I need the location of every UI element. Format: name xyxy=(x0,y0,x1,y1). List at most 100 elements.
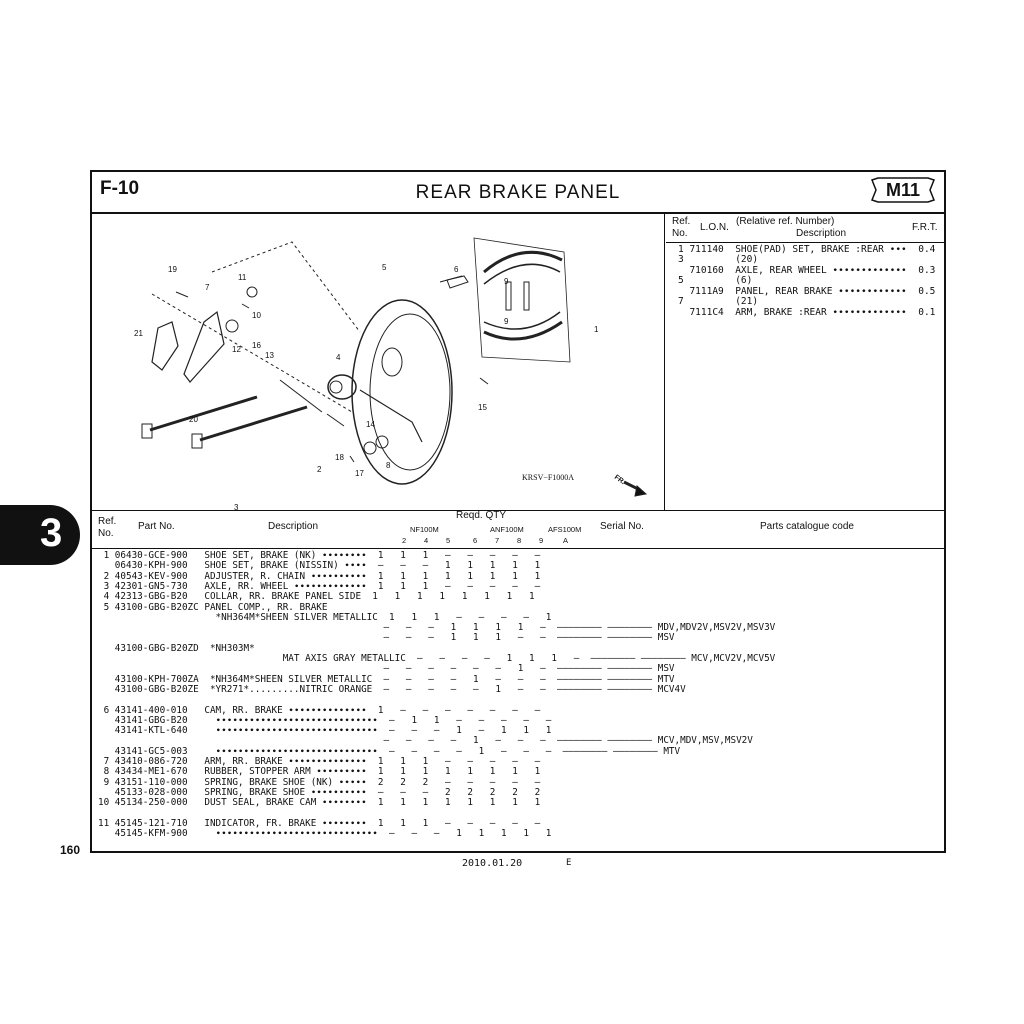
lon-row: 7 (21) xyxy=(678,296,759,307)
model-group-afs100m: AFS100M xyxy=(548,525,582,534)
table-row: 4 42313-GBG-B20 COLLAR, RR. BRAKE PANEL … xyxy=(98,591,535,603)
callout-13: 13 xyxy=(265,351,274,360)
lon-no-header: No. xyxy=(672,228,688,239)
figure-code: F-10 xyxy=(100,178,140,199)
table-row: 2 40543-KEV-900 ADJUSTER, R. CHAIN ∙∙∙∙∙… xyxy=(98,570,541,582)
table-row: 45133-028-000 SPRING, BRAKE SHOE ∙∙∙∙∙∙∙… xyxy=(98,786,541,798)
callout-19: 19 xyxy=(168,265,177,274)
model-col: 9 xyxy=(539,536,544,545)
catalogue-code-header: Parts catalogue code xyxy=(760,521,854,532)
table-row: 43100-GBG-B20ZD *NH303M* xyxy=(98,642,255,654)
lon-row: 1 711140 SHOE(PAD) SET, BRAKE :REAR ∙∙∙ … xyxy=(678,244,936,255)
description-header: Description xyxy=(268,521,319,532)
lon-desc-header: Description xyxy=(796,228,847,239)
table-row: 3 42301-GN5-730 AXLE, RR. WHEEL ∙∙∙∙∙∙∙∙… xyxy=(98,580,541,592)
catalogue-page-frame: F-10 REAR BRAKE PANEL M11 xyxy=(90,170,946,853)
callout-4: 4 xyxy=(336,353,341,362)
parts-table-body: 1 06430-GCE-900 SHOE SET, BRAKE (NK) ∙∙∙… xyxy=(98,550,938,851)
callout-21: 21 xyxy=(134,329,143,338)
table-row: 5 43100-GBG-B20ZC PANEL COMP., RR. BRAKE xyxy=(98,601,328,613)
model-col: 4 xyxy=(424,536,429,545)
ref-header: Ref. xyxy=(98,516,117,527)
callout-9b: 9 xyxy=(504,317,509,326)
diagram-section: 1 2 3 4 5 6 7 8 9 9 10 11 12 13 14 15 16… xyxy=(92,212,944,511)
footer-edition: E xyxy=(566,858,572,868)
model-col: 6 xyxy=(473,536,478,545)
callout-11: 11 xyxy=(238,273,247,282)
callout-18: 18 xyxy=(335,453,344,462)
front-mark: FR. xyxy=(613,474,626,486)
callout-17: 17 xyxy=(355,469,364,478)
badge-label: M11 xyxy=(885,180,921,200)
lon-table: Ref. No. L.O.N. (Relative ref. Number) D… xyxy=(666,212,944,510)
callout-10: 10 xyxy=(252,311,261,320)
table-row: 43100-KPH-700ZA *NH364M*SHEEN SILVER MET… xyxy=(98,673,675,685)
callout-labels: 1 2 3 4 5 6 7 8 9 9 10 11 12 13 14 15 16… xyxy=(134,263,599,510)
page-header: F-10 REAR BRAKE PANEL M11 xyxy=(92,172,944,214)
table-row: 9 43151-110-000 SPRING, BRAKE SHOE (NK) … xyxy=(98,776,541,788)
table-row: – – – 1 1 1 – – –––––––– –––––––– MSV xyxy=(98,632,675,644)
model-group-anf100m: ANF100M xyxy=(490,525,524,534)
callout-9: 9 xyxy=(504,277,509,286)
lon-rel-header: (Relative ref. Number) xyxy=(736,216,835,227)
page-number: 160 xyxy=(60,843,81,857)
lon-lon-header: L.O.N. xyxy=(700,222,729,233)
table-row: 10 45134-250-000 DUST SEAL, BRAKE CAM ∙∙… xyxy=(98,797,541,809)
table-row: *NH364M*SHEEN SILVER METALLIC 1 1 1 – – … xyxy=(98,611,552,623)
reqd-qty-header: Reqd. QTY xyxy=(456,510,507,521)
table-row: 43141-KTL-640 ∙∙∙∙∙∙∙∙∙∙∙∙∙∙∙∙∙∙∙∙∙∙∙∙∙∙… xyxy=(98,725,552,737)
diagram-ref-code: KRSV−F1000A xyxy=(522,473,574,482)
table-row: 8 43434-ME1-670 RUBBER, STOPPER ARM ∙∙∙∙… xyxy=(98,766,541,778)
exploded-parts-diagram: 1 2 3 4 5 6 7 8 9 9 10 11 12 13 14 15 16… xyxy=(134,237,648,510)
model-badge: M11 xyxy=(870,177,936,203)
callout-12: 12 xyxy=(232,345,241,354)
parts-table-header: Ref. No. Part No. Description Reqd. QTY … xyxy=(92,510,944,549)
lon-row: 7111C4 ARM, BRAKE :REAR ∙∙∙∙∙∙∙∙∙∙∙∙∙ 0.… xyxy=(678,307,936,318)
callout-2: 2 xyxy=(317,465,322,474)
callout-16: 16 xyxy=(252,341,261,350)
section-tab: 3 xyxy=(0,505,80,565)
callout-1: 1 xyxy=(594,325,599,334)
page-title: REAR BRAKE PANEL xyxy=(415,182,621,203)
model-col: 5 xyxy=(446,536,451,545)
callout-5: 5 xyxy=(382,263,387,272)
table-row: – – – 1 1 1 1 – –––––––– –––––––– MDV,MD… xyxy=(98,622,776,634)
table-row: – – – – – – 1 – –––––––– –––––––– MSV xyxy=(98,663,675,675)
table-row: 43141-GBG-B20 ∙∙∙∙∙∙∙∙∙∙∙∙∙∙∙∙∙∙∙∙∙∙∙∙∙∙… xyxy=(98,714,552,726)
lon-ref-header: Ref. xyxy=(672,216,691,227)
section-divider xyxy=(664,212,665,510)
no-header: No. xyxy=(98,528,114,539)
table-row: 7 43410-086-720 ARM, RR. BRAKE ∙∙∙∙∙∙∙∙∙… xyxy=(98,756,541,767)
parts-list-section: Ref. No. Part No. Description Reqd. QTY … xyxy=(92,510,944,853)
model-col: A xyxy=(563,536,569,545)
lon-row: 3 (20) xyxy=(678,254,759,265)
table-row: 43100-GBG-B20ZE *YR271*.........NITRIC O… xyxy=(98,683,686,695)
model-col: 8 xyxy=(517,536,522,545)
table-row: 43141-GC5-003 ∙∙∙∙∙∙∙∙∙∙∙∙∙∙∙∙∙∙∙∙∙∙∙∙∙∙… xyxy=(98,745,681,757)
table-row: MAT AXIS GRAY METALLIC – – – – 1 1 1 – –… xyxy=(98,653,776,664)
callout-7: 7 xyxy=(205,283,210,292)
table-row: 6 43141-400-010 CAM, RR. BRAKE ∙∙∙∙∙∙∙∙∙… xyxy=(98,704,541,716)
section-tab-number: 3 xyxy=(40,511,63,555)
lon-table-header: Ref. No. L.O.N. (Relative ref. Number) D… xyxy=(666,212,944,243)
callout-20: 20 xyxy=(189,415,198,424)
table-row: – – – – 1 – – – –––––––– –––––––– MCV,MD… xyxy=(98,735,753,747)
table-row: 1 06430-GCE-900 SHOE SET, BRAKE (NK) ∙∙∙… xyxy=(98,550,541,561)
model-col: 7 xyxy=(495,536,500,545)
model-group-nf100m: NF100M xyxy=(410,525,439,534)
callout-3: 3 xyxy=(234,503,239,510)
lon-frt-header: F.R.T. xyxy=(912,222,938,233)
badge-frame-icon xyxy=(871,177,935,203)
lon-row: 7111A9 PANEL, REAR BRAKE ∙∙∙∙∙∙∙∙∙∙∙∙ 0.… xyxy=(678,286,936,297)
callout-8: 8 xyxy=(386,461,391,470)
lon-row: 710160 AXLE, REAR WHEEL ∙∙∙∙∙∙∙∙∙∙∙∙∙ 0.… xyxy=(678,265,936,276)
lon-row: 5 (6) xyxy=(678,275,753,286)
table-row: 45145-KFM-900 ∙∙∙∙∙∙∙∙∙∙∙∙∙∙∙∙∙∙∙∙∙∙∙∙∙∙… xyxy=(98,828,552,840)
table-row: 11 45145-121-710 INDICATOR, FR. BRAKE ∙∙… xyxy=(98,817,541,829)
callout-6: 6 xyxy=(454,265,459,274)
callout-14: 14 xyxy=(366,420,375,429)
callout-15: 15 xyxy=(478,403,487,412)
part-no-header: Part No. xyxy=(138,521,175,532)
table-row: 06430-KPH-900 SHOE SET, BRAKE (NISSIN) ∙… xyxy=(98,560,541,572)
serial-no-header: Serial No. xyxy=(600,521,644,532)
